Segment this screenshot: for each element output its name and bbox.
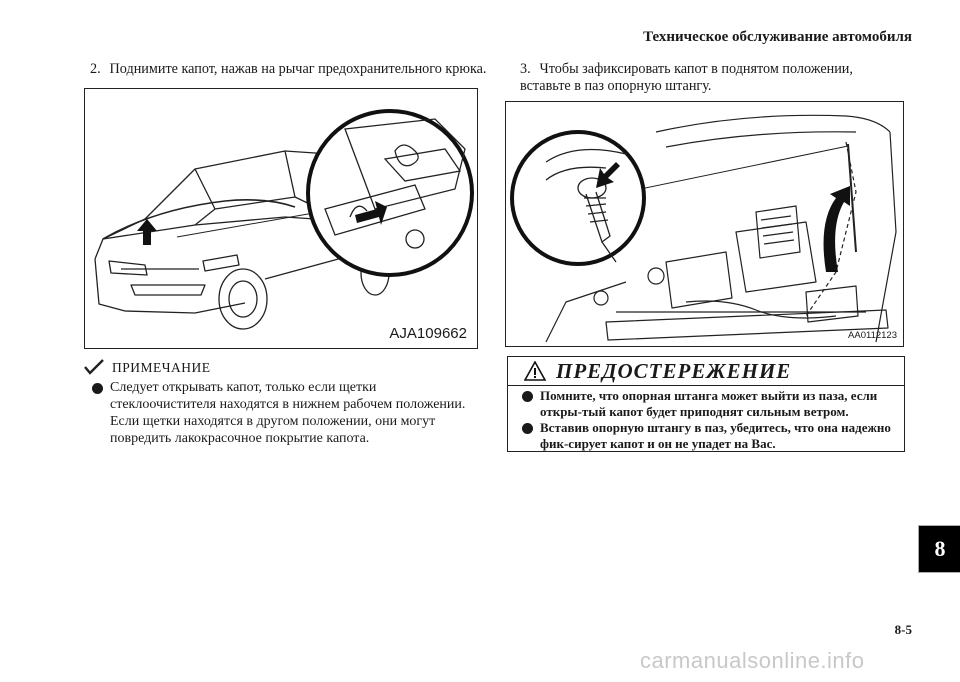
step-2: 2. Поднимите капот, нажав на рычаг предо… [90,61,490,78]
watermark: carmanualsonline.info [640,648,865,673]
note-text: Следует открывать капот, только если щет… [110,380,466,446]
warning-triangle-icon [524,361,546,381]
warning-bullet-1 [522,391,533,402]
warning-item-1: Помните, что опорная штанга может выйти … [540,388,878,419]
car-hood-illustration [94,109,474,330]
step-3: 3. Чтобы зафиксировать капот в поднятом … [520,61,900,95]
support-rod-figure: AA0112123 [505,101,904,347]
note-header: ПРИМЕЧАНИЕ [84,359,211,377]
step-2-text: Поднимите капот, нажав на рычаг предохра… [109,61,487,77]
warning-item-2: Вставив опорную штангу в паз, убедитесь,… [540,420,891,451]
note-bullet [92,383,103,394]
page-number: 8-5 [894,622,912,637]
hood-release-figure: AJA109662 [84,88,478,349]
warning-box: ПРЕДОСТЕРЕЖЕНИЕ Помните, что опорная шта… [507,356,905,452]
page-header-title: Техническое обслуживание автомобиля [643,29,912,45]
warning-bullet-2 [522,423,533,434]
chapter-number: 8 [934,536,946,561]
step-3-text: Чтобы зафиксировать капот в поднятом пол… [520,61,853,94]
figure-code-right: AA0112123 [848,330,897,341]
checkmark-icon [84,359,104,375]
step-2-number: 2. [90,61,101,77]
warning-title: ПРЕДОСТЕРЕЖЕНИЕ [556,359,792,383]
engine-bay-illustration [510,114,897,343]
step-3-number: 3. [520,61,531,77]
chapter-tab: 8 [918,525,960,573]
warning-header: ПРЕДОСТЕРЕЖЕНИЕ [508,357,904,386]
note-title: ПРИМЕЧАНИЕ [112,360,211,375]
figure-code-left: AJA109662 [389,325,467,342]
